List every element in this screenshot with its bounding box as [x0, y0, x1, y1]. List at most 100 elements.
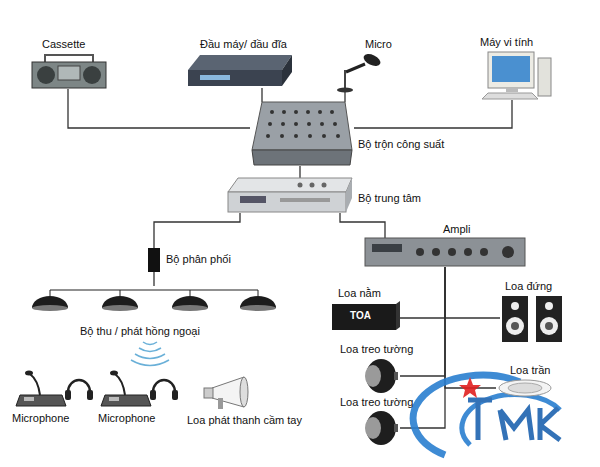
amplifier-part [365, 238, 525, 266]
power-mixer-part-part [294, 134, 298, 138]
wall-speaker [365, 411, 398, 445]
amplifier-part [502, 246, 514, 258]
cable-line [400, 267, 445, 318]
cable-line [344, 92, 345, 102]
cable-line [300, 166, 301, 178]
device-label: Cassette [42, 38, 85, 51]
cable-line [400, 267, 445, 376]
box-speaker-part [396, 301, 400, 330]
amplifier-part [432, 248, 440, 256]
conference-microphone-part [16, 395, 66, 406]
wireless-waves-part [135, 354, 165, 359]
microphone-stand-part [344, 70, 346, 90]
device-node: Loa treo tường [356, 358, 400, 394]
megaphone-part [240, 377, 248, 407]
infrared-domes-part [240, 305, 276, 311]
central-unit-part [298, 183, 303, 188]
power-mixer-part-part [322, 134, 326, 138]
conference-microphone-part [110, 371, 118, 376]
cable-line [400, 267, 445, 318]
cable-line [445, 267, 496, 388]
computer [482, 52, 551, 99]
wall-speaker-part [365, 417, 381, 439]
conference-microphone-part [65, 390, 71, 400]
disc-player [188, 55, 292, 86]
power-mixer-part-part [308, 134, 312, 138]
power-mixer-part-part [330, 110, 334, 114]
cassette-player-part [58, 66, 80, 80]
device-node: Đầu máy/ đầu đĩa [188, 55, 292, 88]
infrared-domes-part [120, 290, 121, 296]
amplifier-part [372, 244, 402, 252]
central-unit-part [228, 192, 346, 212]
power-mixer-part-part [333, 122, 337, 126]
conference-microphone-part [87, 390, 93, 400]
cassette-player-part [37, 66, 55, 84]
wireless-waves-part [139, 348, 161, 352]
cable-line [445, 267, 496, 388]
megaphone [204, 377, 248, 409]
infrared-domes-part [32, 305, 68, 311]
computer-part [506, 88, 518, 92]
power-mixer-part-part [268, 122, 272, 126]
box-speaker-part [332, 304, 396, 330]
floor-speakers-part [540, 317, 558, 335]
device-node: Microphone [100, 370, 180, 408]
central-unit-part [240, 196, 266, 203]
conference-microphone-part [68, 380, 90, 392]
device-label: Ampli [443, 223, 471, 236]
floor-speakers [502, 296, 562, 342]
wireless-waves-part [131, 360, 169, 366]
disc-player-part [188, 55, 292, 70]
wall-speaker-part [365, 365, 381, 387]
device-label: Micro [365, 38, 392, 51]
company-logo [413, 375, 560, 455]
conference-microphone-part [101, 395, 151, 406]
infrared-domes-part [190, 290, 191, 296]
central-unit-part [228, 178, 352, 192]
wall-speaker-part [366, 359, 396, 393]
conference-microphone-part [30, 374, 40, 395]
microphone-stand-part [337, 88, 353, 93]
power-mixer-part-part [294, 122, 298, 126]
device-label: Đầu máy/ đầu đĩa [200, 38, 287, 51]
infrared-domes-part [50, 289, 258, 290]
device-node: Bộ phân phối [148, 248, 160, 272]
device-node: Micro [335, 52, 385, 92]
central-unit [228, 178, 352, 212]
power-mixer-part [252, 150, 352, 165]
power-mixer-part-part [266, 134, 270, 138]
megaphone-part [218, 398, 223, 409]
power-mixer-part-part [281, 122, 285, 126]
infrared-domes [32, 290, 276, 311]
floor-speakers-part [545, 302, 553, 310]
device-node: Bộ trung tâm [228, 178, 354, 213]
wall-speaker-part [394, 372, 398, 380]
cable-line [154, 213, 240, 248]
device-node: Loa treo tường [356, 410, 400, 446]
power-mixer-part-part [270, 110, 274, 114]
floor-speakers-part [511, 322, 519, 330]
computer-part [538, 58, 551, 96]
cable-line [153, 272, 154, 286]
central-unit-part [310, 183, 315, 188]
device-label: Loa đứng [505, 280, 552, 293]
floor-speakers-part [506, 317, 524, 335]
megaphone-part [212, 377, 244, 407]
disc-player-part [282, 55, 292, 86]
cable-line [400, 267, 445, 376]
central-unit-part [346, 178, 352, 212]
company-logo-part [459, 377, 481, 398]
megaphone-part [204, 388, 213, 398]
amplifier [365, 238, 525, 266]
cable-line [354, 100, 512, 128]
device-label: Máy vi tính [480, 36, 533, 49]
central-unit-part [280, 198, 330, 202]
amplifier-part [480, 248, 488, 256]
distributor-box-part [148, 248, 160, 272]
amplifier-part [416, 248, 424, 256]
cassette-player-part [83, 66, 101, 84]
cable-line [154, 213, 240, 248]
cassette-player-part [45, 55, 93, 62]
